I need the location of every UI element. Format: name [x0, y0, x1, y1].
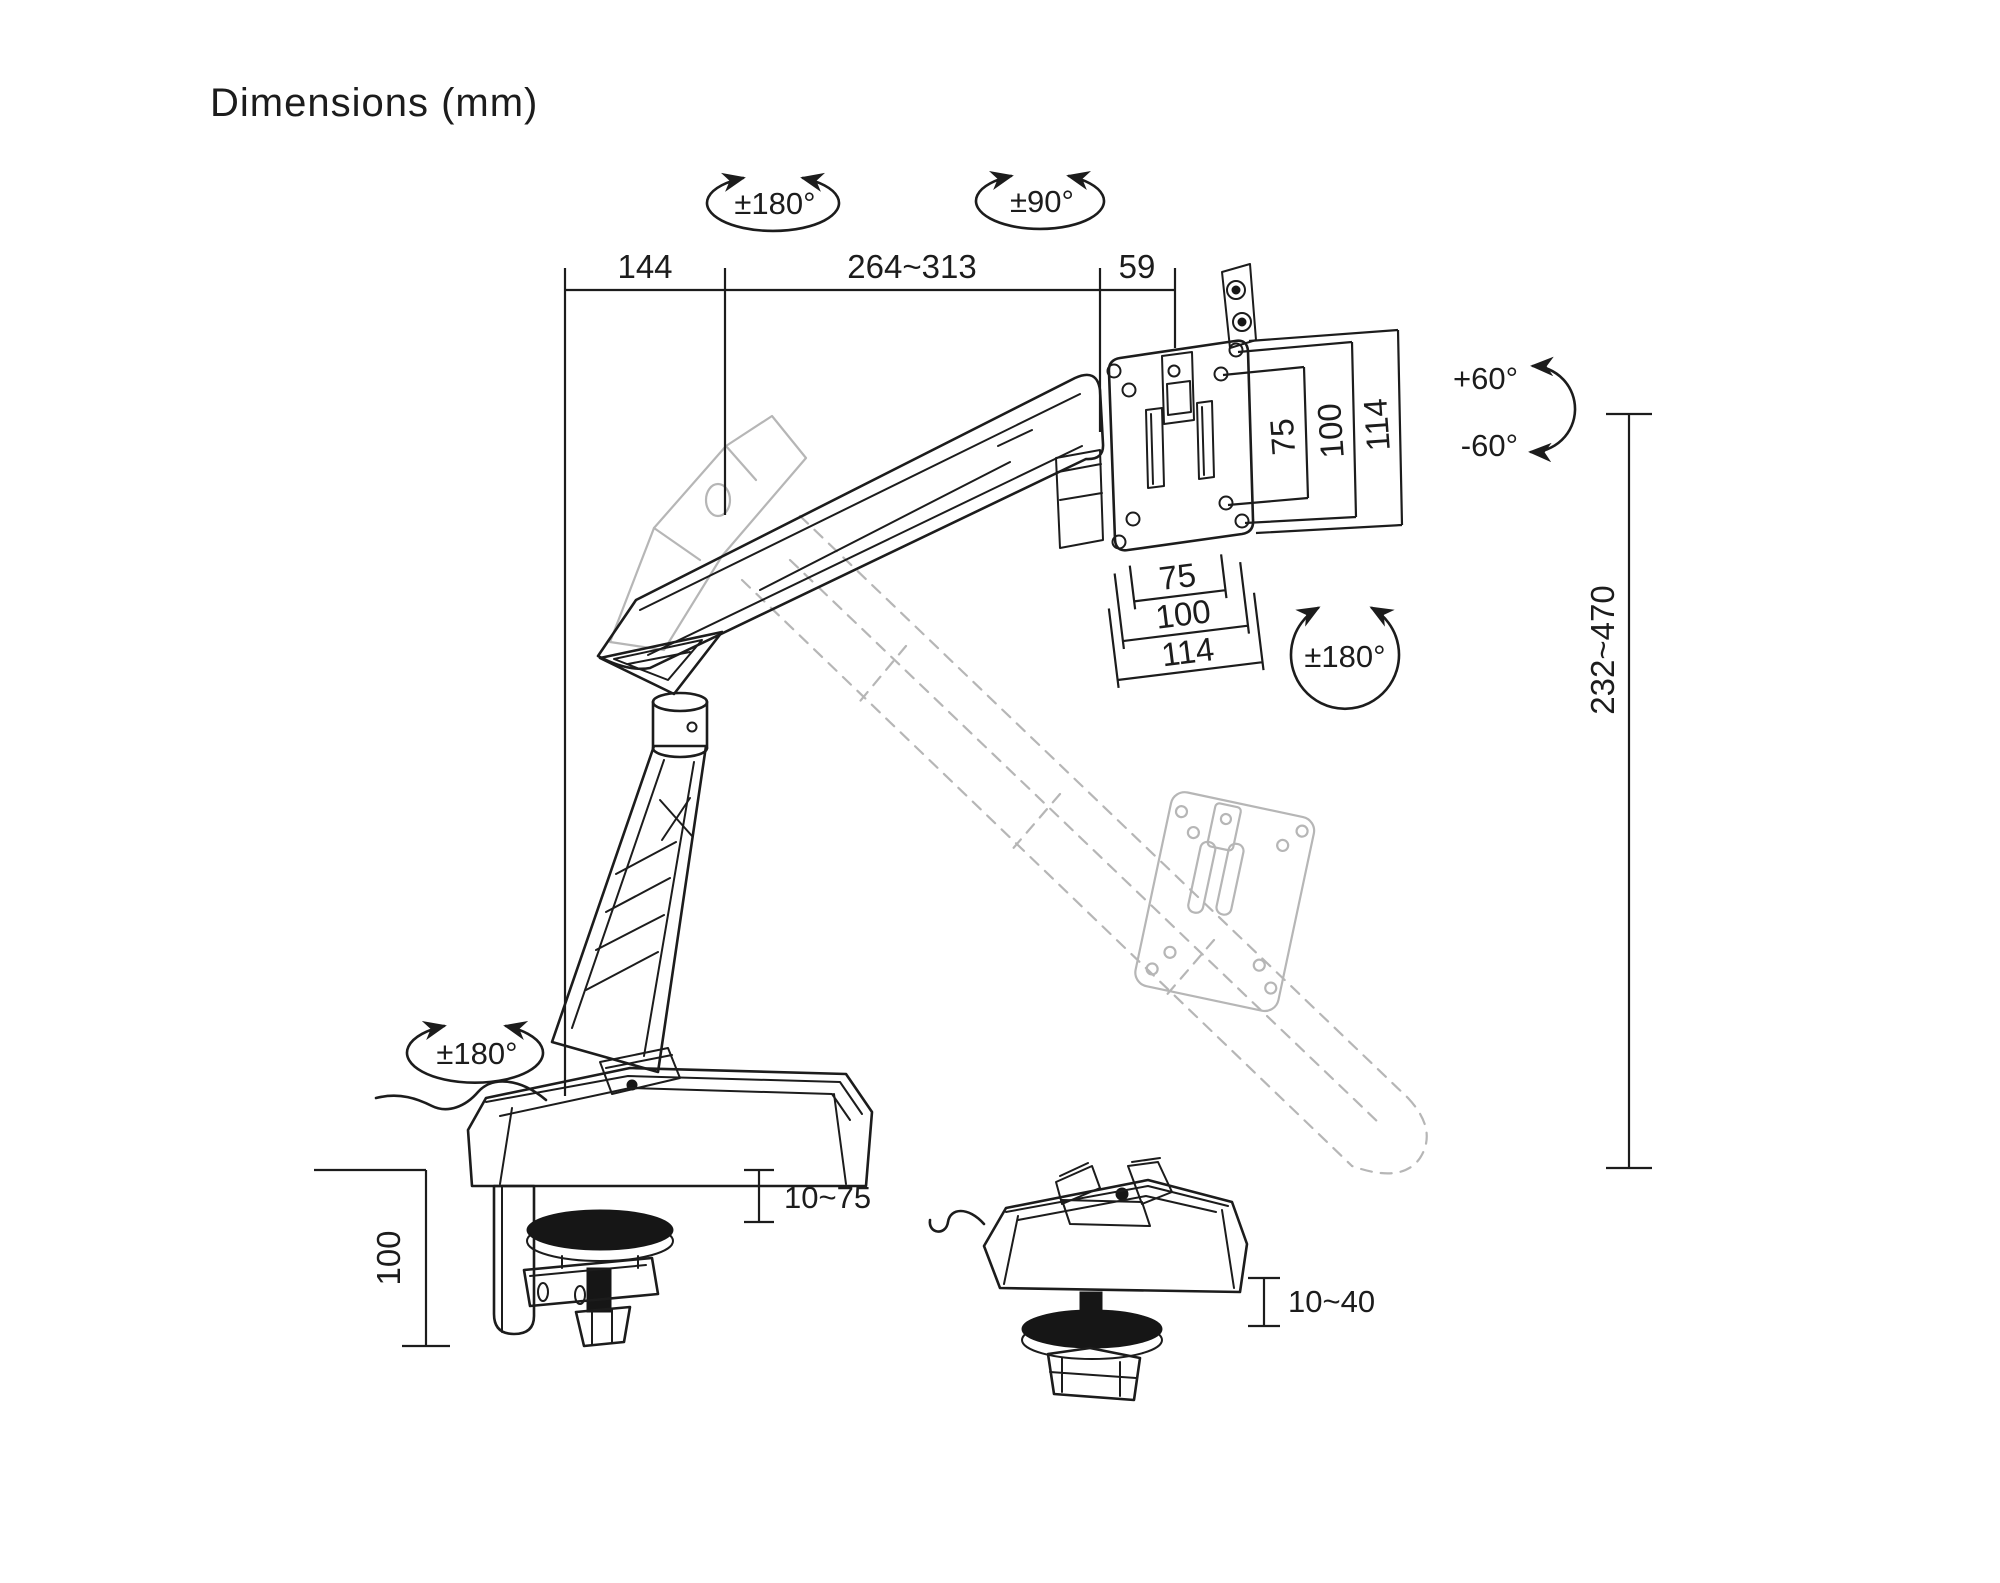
- power-cable: [928, 1209, 986, 1233]
- arm-swivel-symbol: ±180°: [705, 172, 841, 233]
- vesa-hole: [1234, 513, 1250, 529]
- clamp-range-label: 10~75: [784, 1180, 871, 1215]
- dim-grommet-range: 10~40: [1248, 1276, 1375, 1328]
- grommet-mount-detail: [928, 1157, 1249, 1402]
- height-range-label: 232~470: [1584, 585, 1621, 714]
- power-cable: [374, 1080, 548, 1111]
- lower-arm: [550, 744, 708, 1074]
- vesa-slot: [1196, 400, 1215, 480]
- vesa-bottom-114-label: 114: [1159, 630, 1216, 673]
- vesa-hole: [1111, 534, 1127, 550]
- dim-clamp-range: 10~75: [744, 1168, 871, 1224]
- vesa-plate: [1106, 339, 1255, 552]
- riser-cylinder: [651, 691, 709, 759]
- vesa-hole: [1106, 363, 1122, 379]
- dim-clamp-depth: 100: [314, 1168, 450, 1348]
- grommet-clamp: [1021, 1291, 1163, 1402]
- dim-vesa-side: 75 100 114: [1222, 328, 1404, 535]
- desk-clamp: [492, 1184, 674, 1348]
- vesa-hole: [1121, 382, 1137, 398]
- head-swivel-label: ±90°: [1010, 184, 1074, 219]
- vesa-hole: [1228, 342, 1244, 358]
- base-swivel-label: ±180°: [436, 1036, 517, 1071]
- tilt-up-label: +60°: [1453, 361, 1518, 396]
- tilt-down-label: -60°: [1461, 428, 1518, 463]
- head-swivel-symbol: ±90°: [974, 170, 1106, 231]
- ghost-arm-position: [608, 414, 1428, 1175]
- vesa-bottom-75-label: 75: [1157, 556, 1198, 597]
- vesa-rotation-label: ±180°: [1304, 639, 1385, 674]
- vesa-hole: [1125, 511, 1141, 527]
- quick-release-latch: [1161, 351, 1195, 425]
- dim-base-arm-label: 144: [617, 248, 672, 285]
- dim-extension-label: 264~313: [847, 248, 976, 285]
- elbow-joint: [598, 630, 724, 696]
- vesa-side-100-label: 100: [1310, 402, 1351, 460]
- dim-height-range: 232~470: [1584, 412, 1652, 1170]
- clamp-depth-label: 100: [370, 1230, 407, 1285]
- vesa-rotation-symbol: ±180°: [1289, 606, 1401, 710]
- arm-swivel-label: ±180°: [734, 186, 815, 221]
- ghost-vesa-plate: [1134, 791, 1316, 1013]
- monitor-joint: [1055, 263, 1257, 549]
- tilt-symbol: +60° -60°: [1453, 356, 1577, 463]
- upper-arm: [596, 373, 1105, 671]
- vesa-slot: [1145, 407, 1165, 489]
- grommet-range-label: 10~40: [1288, 1284, 1375, 1319]
- dim-top-row: 144 264~313 59: [563, 248, 1177, 1096]
- vesa-side-114-label: 114: [1356, 397, 1397, 452]
- vesa-side-75-label: 75: [1263, 417, 1302, 456]
- dim-head-label: 59: [1119, 248, 1156, 285]
- vesa-hole: [1218, 495, 1234, 511]
- monitor-arm-main-view: [374, 263, 1257, 1348]
- dim-vesa-bottom: 75 100 114: [1107, 554, 1265, 689]
- base-swivel-symbol: ±180°: [405, 1021, 545, 1084]
- grommet-base: [982, 1178, 1249, 1294]
- vesa-bottom-100-label: 100: [1153, 592, 1212, 635]
- page-title: Dimensions (mm): [210, 81, 538, 125]
- desk-base: [466, 1047, 874, 1188]
